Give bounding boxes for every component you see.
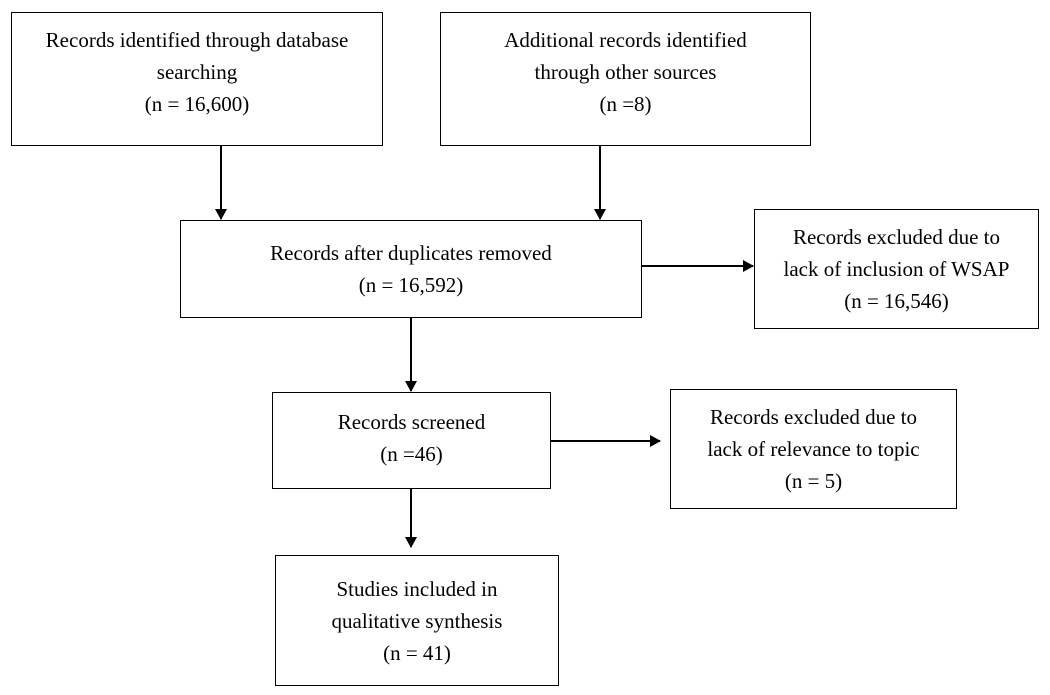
box-count: (n =46) [380, 441, 443, 466]
box-count: (n =8) [599, 92, 652, 116]
box-text-line: lack of inclusion of WSAP [783, 257, 1010, 281]
box-text-line: lack of relevance to topic [707, 437, 920, 461]
box-text-line: searching [156, 60, 238, 84]
box-count: (n = 16,600) [144, 92, 250, 116]
box-count: (n = 41) [383, 640, 451, 665]
box-text-line: through other sources [534, 60, 717, 84]
box-text-line: Records after duplicates removed [270, 241, 552, 265]
box-count: (n = 5) [784, 469, 843, 493]
box-count: (n = 16,592) [358, 273, 464, 297]
box-text-line: Records screened [337, 409, 486, 434]
box-text-line: qualitative synthesis [331, 608, 503, 633]
box-text-line: Records excluded due to [792, 225, 1001, 249]
records-identified-other-sources-box: Additional records identified through ot… [440, 12, 811, 146]
records-screened-box: Records screened (n =46) [272, 392, 551, 489]
box-text-line: Records excluded due to [709, 405, 918, 429]
box-text-line: Records identified through database [45, 28, 349, 52]
box-text-line: Additional records identified [504, 28, 747, 52]
box-count: (n = 16,546) [844, 289, 949, 313]
records-excluded-wsap-box: Records excluded due to lack of inclusio… [754, 209, 1039, 329]
studies-included-box: Studies included in qualitative synthesi… [275, 555, 559, 686]
records-after-duplicates-box: Records after duplicates removed (n = 16… [180, 220, 642, 318]
records-identified-database-box: Records identified through database sear… [11, 12, 383, 146]
box-text-line: Studies included in [336, 576, 498, 601]
records-excluded-relevance-box: Records excluded due to lack of relevanc… [670, 389, 957, 509]
